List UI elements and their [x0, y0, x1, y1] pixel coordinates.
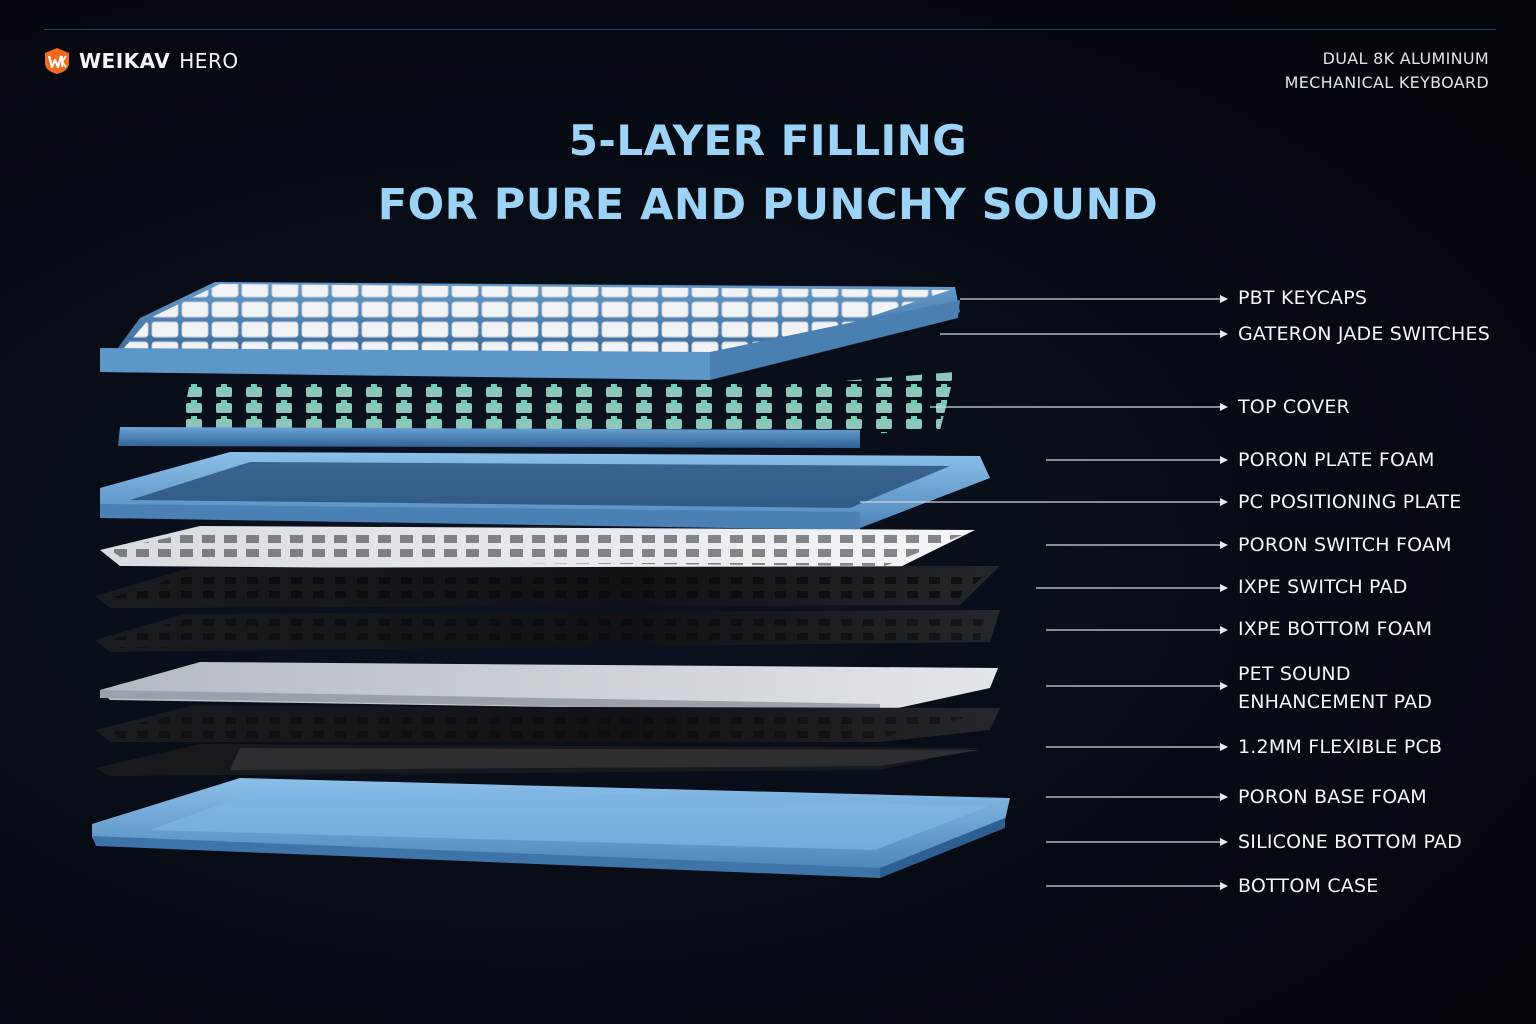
- label-pc-positioning-plate: PC POSITIONING PLATE: [1238, 491, 1462, 513]
- brand-name: WEIKAV: [79, 49, 171, 73]
- brand-header: WEIKAV HERO: [44, 46, 239, 76]
- label-ixpe-bottom-foam: IXPE BOTTOM FOAM: [1238, 618, 1433, 640]
- label-poron-base-foam: PORON BASE FOAM: [1238, 786, 1427, 808]
- leader-lines: [860, 298, 1224, 887]
- headline-line-1: 5-LAYER FILLING: [568, 116, 968, 165]
- label-gateron-switches: GATERON JADE SWITCHES: [1238, 323, 1490, 345]
- label-flexible-pcb: 1.2MM FLEXIBLE PCB: [1238, 736, 1443, 758]
- pet-pad-layer: [100, 662, 998, 712]
- label-top-cover: TOP COVER: [1238, 396, 1350, 418]
- switches-layer: [180, 372, 955, 440]
- bottom-case-layer: [92, 778, 1010, 878]
- leader-ticks: [1220, 295, 1228, 890]
- pcb-layer: [95, 706, 1000, 742]
- ixpe-switch-pad-layer: [95, 566, 1000, 608]
- keycaps-layer: [100, 282, 960, 380]
- label-pbt-keycaps: PBT KEYCAPS: [1238, 287, 1368, 309]
- top-divider: [44, 29, 1496, 30]
- switch-foam-layer: [100, 526, 975, 572]
- weikav-logo-icon: [45, 48, 69, 74]
- label-ixpe-switch-pad: IXPE SWITCH PAD: [1238, 576, 1408, 598]
- product-line-1: DUAL 8K ALUMINUM: [1322, 49, 1489, 68]
- top-cover-layer: [118, 427, 860, 448]
- label-pet-sound-line-2: ENHANCEMENT PAD: [1238, 691, 1433, 713]
- brand-model: HERO: [179, 49, 239, 73]
- label-poron-plate-foam: PORON PLATE FOAM: [1238, 449, 1435, 471]
- product-line-2: MECHANICAL KEYBOARD: [1284, 73, 1489, 92]
- headline-line-2: FOR PURE AND PUNCHY SOUND: [377, 180, 1159, 230]
- ixpe-bottom-foam-layer: [95, 610, 1000, 652]
- positioning-plate-layer: [100, 452, 990, 530]
- label-poron-switch-foam: PORON SWITCH FOAM: [1238, 534, 1452, 556]
- label-pet-sound-line-1: PET SOUND: [1238, 663, 1351, 685]
- base-foam-layer: [95, 744, 980, 776]
- label-silicone-bottom-pad: SILICONE BOTTOM PAD: [1238, 831, 1462, 853]
- label-bottom-case: BOTTOM CASE: [1238, 875, 1379, 897]
